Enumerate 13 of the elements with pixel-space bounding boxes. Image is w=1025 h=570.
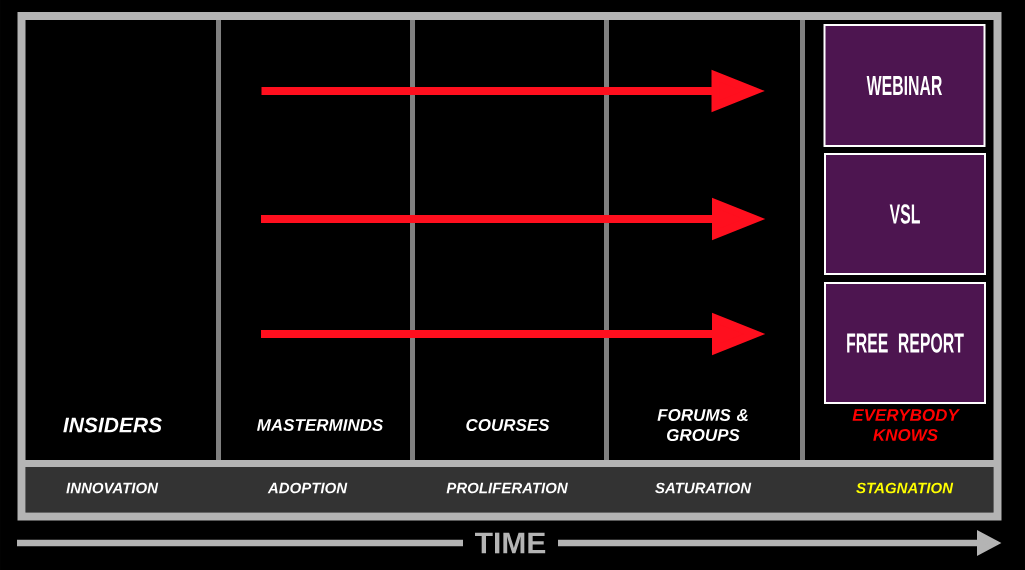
column-label: INSIDERS [63,417,162,433]
column-label: COURSES [466,418,550,431]
column-label: MASTERMINDS [257,418,384,431]
content-box: VSL [824,153,986,275]
column-label: FORUMS & GROUPS [657,408,748,441]
stage-label: ADOPTION [267,482,348,494]
stage-label: SATURATION [655,482,752,494]
stage-label: STAGNATION [856,482,954,494]
stage-label: PROLIFERATION [446,482,568,494]
stage-label: INNOVATION [66,482,159,494]
content-box: FREE REPORT [824,282,986,404]
content-box: WEBINAR [823,24,986,147]
time-label: TIME [463,532,558,554]
